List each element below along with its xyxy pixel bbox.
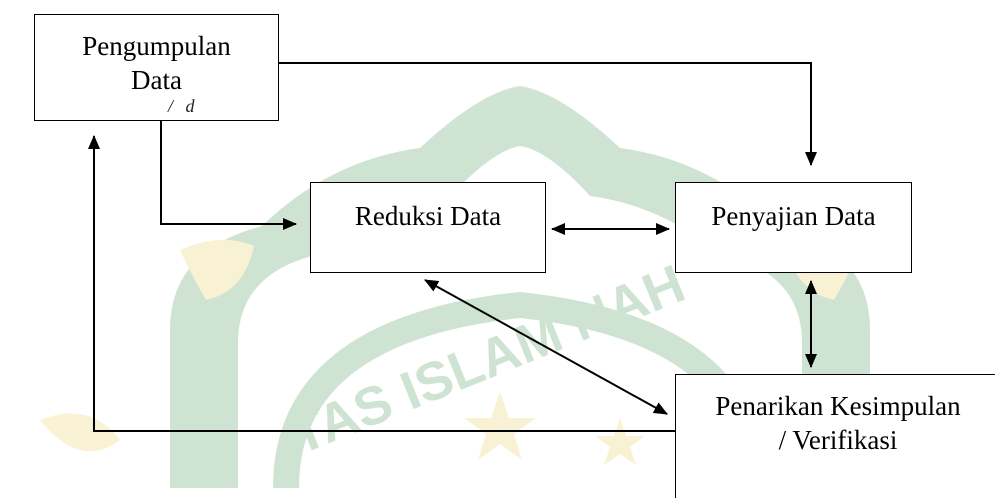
node-penyajian-label: Penyajian Data (711, 201, 876, 231)
node-pengumpulan-line1: Pengumpulan (82, 31, 231, 61)
node-reduksi-data: Reduksi Data (310, 182, 546, 273)
arrow-pengumpulan-to-reduksi (160, 121, 297, 230)
node-penarikan-kesimpulan: Penarikan Kesimpulan / Verifikasi (675, 374, 995, 498)
seal-star-left (464, 392, 536, 460)
seal-leaf-bottom-left (40, 413, 120, 452)
node-pengumpulan-line2: Data (131, 65, 182, 95)
arrow-reduksi-penarikan (424, 279, 668, 415)
node-reduksi-label: Reduksi Data (354, 201, 502, 231)
node-penarikan-line2: / Verifikasi (778, 425, 898, 455)
node-penyajian-data: Penyajian Data (675, 182, 912, 273)
seal-star-right (595, 418, 645, 465)
node-pengumpulan-residue: / d (168, 96, 199, 116)
connector-layer (88, 62, 817, 432)
diagram-stage: TAS ISLAM NAH Pengumpulan Data / d Reduk… (34, 14, 995, 498)
node-penarikan-line1: Penarikan Kesimpulan (715, 391, 961, 421)
seal-leaf-left (180, 239, 254, 300)
arrow-pengumpulan-to-penyajian (279, 62, 817, 166)
node-pengumpulan-data: Pengumpulan Data (34, 14, 279, 121)
arrow-penarikan-to-pengumpulan (88, 135, 675, 432)
